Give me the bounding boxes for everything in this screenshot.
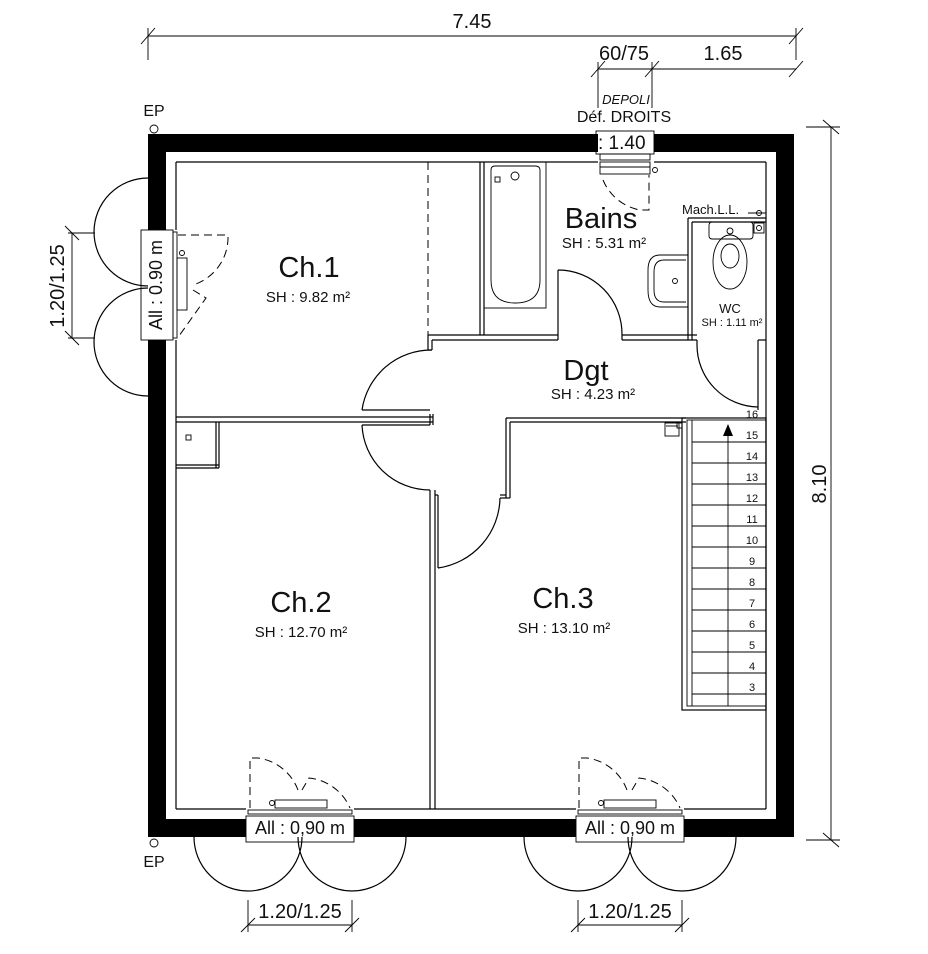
washing-machine-label: Mach.L.L.	[682, 202, 739, 217]
door-bains[interactable]	[557, 269, 623, 336]
svg-text:11: 11	[746, 514, 757, 526]
window-sill-label: All : 0,90 m	[255, 818, 345, 838]
svg-text:12: 12	[746, 493, 758, 505]
room-ch2: Ch.2 SH : 12.70 m²	[255, 587, 348, 641]
svg-text:9: 9	[749, 556, 755, 568]
ep-marker-bottom: EP	[143, 838, 165, 871]
window-glazing-label: DEPOLI	[602, 92, 650, 107]
window-sill-label: All : 0,90 m	[585, 818, 675, 838]
interior-lining	[175, 161, 767, 810]
svg-text:16: 16	[746, 409, 758, 421]
stair-treads	[691, 420, 766, 706]
svg-text:14: 14	[746, 451, 758, 463]
door-ch2[interactable]	[361, 424, 431, 491]
room-name: Ch.1	[278, 252, 339, 284]
dimension-label: 60/75	[599, 43, 649, 65]
room-area: SH : 5.31 m²	[562, 235, 646, 252]
room-name: Bains	[565, 203, 638, 235]
room-name: Dgt	[563, 355, 608, 387]
dimension-left-window: 1.20/1.25	[47, 225, 95, 346]
exterior-walls	[148, 134, 794, 837]
window-left-ch1[interactable]: All : 0.90 m	[93, 177, 229, 397]
window-top-bathroom[interactable]: DEPOLI Déf. DROITS : 1.40	[577, 92, 671, 211]
svg-text:5: 5	[749, 640, 755, 652]
room-area: SH : 4.23 m²	[551, 386, 635, 403]
room-ch1: Ch.1 SH : 9.82 m²	[266, 252, 350, 306]
door-wc[interactable]	[696, 344, 759, 408]
svg-text:8: 8	[749, 577, 755, 589]
room-area: SH : 12.70 m²	[255, 624, 348, 641]
window-sill-label: All : 0.90 m	[146, 240, 166, 330]
washbasin	[647, 254, 688, 308]
staircase[interactable]: 16 15 14 13 12 11 10 9 8 7 6 5 4 3	[664, 409, 767, 711]
toilet	[708, 221, 754, 290]
room-area: SH : 9.82 m²	[266, 289, 350, 306]
room-bains: Bains SH : 5.31 m²	[562, 203, 646, 252]
room-name: Ch.2	[270, 587, 331, 619]
dimension-overall-width: 7.45	[140, 11, 804, 60]
ep-marker-top: EP	[143, 103, 165, 134]
room-ch3: Ch.3 SH : 13.10 m²	[518, 583, 611, 637]
bathtub	[483, 161, 547, 309]
svg-text:10: 10	[746, 535, 758, 547]
svg-text:3: 3	[749, 682, 755, 694]
washing-machine-outlet: Mach.L.L.	[682, 202, 766, 234]
dimension-label: 7.45	[453, 11, 492, 33]
dimension-label: 1.65	[704, 43, 743, 65]
room-dgt: Dgt SH : 4.23 m²	[551, 355, 635, 403]
dimension-bottom-left-window: 1.20/1.25	[240, 900, 360, 933]
room-area: SH : 13.10 m²	[518, 620, 611, 637]
dimension-label: 1.20/1.25	[588, 901, 671, 923]
svg-text:EP: EP	[143, 854, 164, 871]
window-type-label: Déf. DROITS	[577, 109, 671, 126]
door-ch1[interactable]	[361, 349, 433, 411]
dimension-overall-depth: 8.10	[806, 119, 840, 848]
door-ch3[interactable]	[437, 497, 501, 569]
room-name: Ch.3	[532, 583, 593, 615]
room-area: SH : 1.11 m²	[702, 317, 763, 329]
window-sill-label: : 1.40	[598, 133, 646, 154]
svg-text:7: 7	[749, 598, 755, 610]
dimension-label: 1.20/1.25	[47, 244, 69, 327]
svg-text:13: 13	[746, 472, 758, 484]
svg-text:15: 15	[746, 430, 758, 442]
dimension-label: 1.20/1.25	[258, 901, 341, 923]
dimension-top-window: 60/75 1.65	[590, 43, 804, 108]
svg-text:EP: EP	[143, 103, 164, 120]
window-bottom-ch3[interactable]: All : 0,90 m	[523, 757, 737, 892]
svg-text:4: 4	[749, 661, 755, 673]
window-bottom-ch2[interactable]: All : 0,90 m	[193, 757, 407, 892]
dimension-label: 8.10	[809, 465, 831, 504]
room-wc: WC SH : 1.11 m²	[702, 301, 763, 329]
dimension-bottom-right-window: 1.20/1.25	[570, 900, 690, 933]
interior-partitions	[176, 162, 766, 809]
stair-step-numbers: 16 15 14 13 12 11 10 9 8 7 6 5 4 3	[746, 409, 758, 694]
svg-text:6: 6	[749, 619, 755, 631]
room-name: WC	[719, 301, 741, 316]
